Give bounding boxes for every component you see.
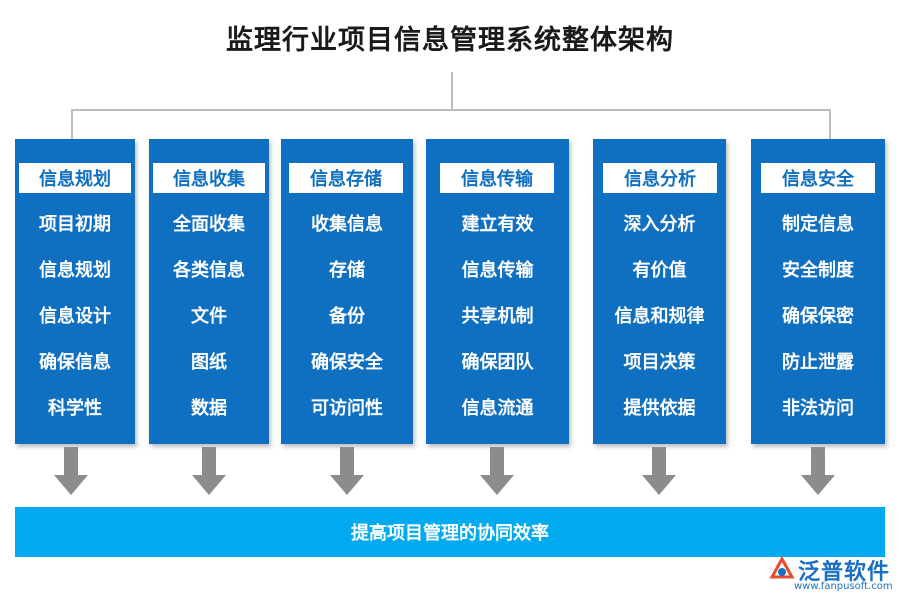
column-item: 确保保密 [782, 306, 854, 327]
logo-name: 泛普软件 [798, 560, 891, 585]
down-arrow-icon [642, 447, 676, 495]
fanpu-logo: 泛普软件 www.fanpusoft.com [768, 553, 894, 593]
column-item: 科学性 [48, 398, 102, 419]
column-item: 文件 [191, 306, 227, 327]
column-item: 确保团队 [461, 352, 534, 373]
column-header: 信息传输 [440, 163, 554, 193]
column-header: 信息安全 [761, 163, 875, 193]
column-item: 确保安全 [311, 352, 383, 373]
column-item: 建立有效 [461, 214, 534, 235]
column-info-collection: 信息收集 全面收集 各类信息 文件 图纸 数据 [149, 139, 269, 444]
column-header: 信息规划 [19, 163, 131, 193]
connector-stem [451, 72, 453, 110]
column-item: 防止泄露 [782, 352, 854, 373]
column-item: 信息设计 [39, 306, 111, 327]
column-item: 项目初期 [39, 214, 111, 235]
column-item: 信息规划 [39, 260, 111, 281]
logo-url: www.fanpusoft.com [794, 581, 893, 592]
column-item: 制定信息 [782, 214, 854, 235]
down-arrow-icon [54, 447, 88, 495]
column-item: 信息和规律 [614, 306, 705, 327]
goal-bar: 提高项目管理的协同效率 [15, 507, 885, 557]
column-item: 共享机制 [461, 306, 534, 327]
column-item: 信息流通 [461, 398, 534, 419]
column-header: 信息收集 [153, 163, 265, 193]
column-info-storage: 信息存储 收集信息 存储 备份 确保安全 可访问性 [281, 139, 413, 444]
column-item: 全面收集 [173, 214, 245, 235]
column-item: 有价值 [632, 260, 687, 281]
connector-drop [829, 109, 831, 139]
down-arrow-icon [192, 447, 226, 495]
down-arrow-icon [801, 447, 835, 495]
column-item: 非法访问 [782, 398, 854, 419]
column-item: 提供依据 [623, 398, 696, 419]
connector-horizontal [71, 109, 831, 111]
column-item: 数据 [191, 398, 227, 419]
column-item: 确保信息 [39, 352, 111, 373]
column-header: 信息分析 [603, 163, 717, 193]
column-item: 可访问性 [311, 398, 383, 419]
column-item: 项目决策 [623, 352, 696, 373]
column-item: 收集信息 [311, 214, 383, 235]
column-item: 各类信息 [173, 260, 245, 281]
page-title: 监理行业项目信息管理系统整体架构 [226, 25, 674, 56]
logo-mark-icon [769, 555, 795, 579]
down-arrow-icon [480, 447, 514, 495]
column-item: 图纸 [191, 352, 227, 373]
column-item: 信息传输 [461, 260, 534, 281]
column-item: 深入分析 [623, 214, 696, 235]
column-info-transmission: 信息传输 建立有效 信息传输 共享机制 确保团队 信息流通 [426, 139, 569, 444]
column-info-planning: 信息规划 项目初期 信息规划 信息设计 确保信息 科学性 [15, 139, 135, 444]
column-item: 存储 [329, 260, 365, 281]
column-info-analysis: 信息分析 深入分析 有价值 信息和规律 项目决策 提供依据 [593, 139, 726, 444]
column-header: 信息存储 [289, 163, 403, 193]
column-info-security: 信息安全 制定信息 安全制度 确保保密 防止泄露 非法访问 [751, 139, 885, 444]
goal-text: 提高项目管理的协同效率 [351, 523, 549, 544]
column-item: 安全制度 [782, 260, 854, 281]
connector-drop [71, 109, 73, 139]
column-item: 备份 [329, 306, 365, 327]
down-arrow-icon [330, 447, 364, 495]
